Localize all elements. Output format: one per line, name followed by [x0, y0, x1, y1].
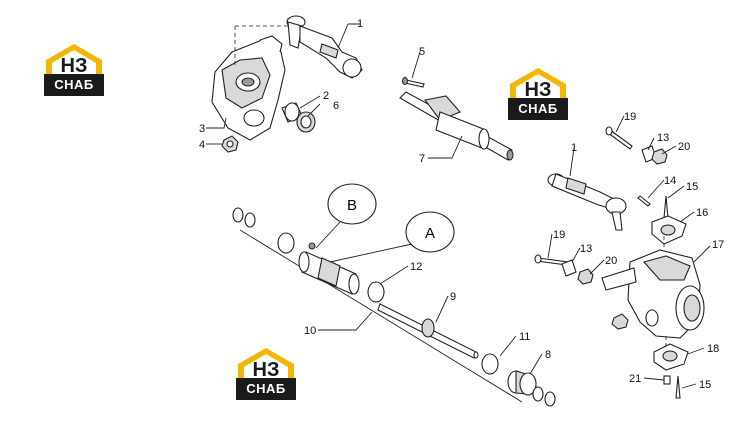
- house-roof-icon: [510, 68, 566, 100]
- kingpin-shaft-part-7: [399, 91, 514, 161]
- logo-mark: НЗ: [252, 359, 280, 381]
- callout-10: 10: [304, 325, 316, 337]
- callout-21: 21: [629, 373, 641, 385]
- tie-rod-end-lower-part-1: [547, 173, 627, 231]
- callout-19-lower: 19: [553, 229, 565, 241]
- callout-18: 18: [707, 343, 719, 355]
- grease-fitting-part-21: [663, 375, 671, 385]
- callout-1-lower: 1: [571, 142, 577, 154]
- detail-bubble-a: A: [329, 211, 455, 263]
- callout-16: 16: [696, 207, 708, 219]
- sleeve-part-13-lower: [561, 259, 577, 277]
- seal-ring-part-6: [296, 111, 316, 133]
- nut-part-20-upper: [651, 148, 668, 165]
- callout-1-upper: 1: [357, 18, 363, 30]
- callout-6: 6: [333, 100, 339, 112]
- logo-mark: НЗ: [60, 55, 88, 77]
- house-roof-icon: [238, 348, 294, 380]
- bolt-part-15-lower: [675, 375, 681, 399]
- brand-logo-1: НЗ СНАБ: [44, 42, 104, 104]
- callout-4: 4: [199, 139, 205, 151]
- o-ring-large-left: [277, 232, 295, 254]
- pin-part-14: [637, 195, 651, 207]
- bushing-part-8: [507, 370, 537, 396]
- callout-20-upper: 20: [678, 141, 690, 153]
- callout-14: 14: [664, 175, 676, 187]
- brand-logo-2: НЗ СНАБ: [508, 66, 568, 128]
- callout-3: 3: [199, 123, 205, 135]
- o-ring-pair-right: [532, 386, 556, 407]
- callout-labels: 1 2 6 3 4 5 7 1 19 13 20 14 15 16 17 19 …: [199, 18, 724, 391]
- callout-9: 9: [450, 291, 456, 303]
- bolt-part-19-upper: [605, 126, 633, 150]
- tie-rod-end-upper-part-1: [286, 15, 363, 79]
- logo-mark: НЗ: [524, 79, 552, 101]
- o-ring-part-11: [481, 353, 499, 375]
- callout-15-lower: 15: [699, 379, 711, 391]
- logo-text: СНАБ: [508, 98, 568, 120]
- bushing-part-2: [281, 102, 303, 123]
- plate-part-16: [651, 215, 687, 245]
- o-ring-part-12: [367, 281, 385, 303]
- nut-part-4: [221, 135, 239, 153]
- callout-5: 5: [419, 46, 425, 58]
- callout-12: 12: [410, 261, 422, 273]
- logo-text: СНАБ: [44, 74, 104, 96]
- logo-text: СНАБ: [236, 378, 296, 400]
- callout-15-upper: 15: [686, 181, 698, 193]
- nut-part-17-base: [611, 313, 629, 330]
- callout-19-upper: 19: [624, 111, 636, 123]
- callout-11: 11: [519, 331, 530, 343]
- steering-knuckle-part-17: [601, 249, 705, 339]
- knuckle-housing-part-3: [211, 35, 286, 141]
- shaft-part-9: [377, 303, 479, 359]
- brand-logo-3: НЗ СНАБ: [236, 346, 296, 408]
- bolt-part-5: [402, 77, 425, 88]
- callout-8: 8: [545, 349, 551, 361]
- house-roof-icon: [46, 44, 102, 76]
- plate-part-18: [653, 343, 689, 371]
- detail-bubble-b: B: [315, 183, 377, 249]
- leader-lines: [206, 23, 711, 389]
- callout-20-lower: 20: [605, 255, 617, 267]
- callout-2: 2: [323, 90, 329, 102]
- callout-7: 7: [419, 153, 425, 165]
- callout-17: 17: [712, 239, 724, 251]
- o-ring-pair-left: [232, 207, 256, 228]
- bolt-part-15-upper: [663, 195, 669, 219]
- bushing-cylinder-part-a-b: [298, 242, 360, 295]
- nut-part-20-lower: [577, 268, 594, 285]
- callout-13-upper: 13: [657, 132, 669, 144]
- bubble-b-label: B: [347, 197, 357, 214]
- bubble-a-label: A: [425, 225, 435, 242]
- callout-13-lower: 13: [580, 243, 592, 255]
